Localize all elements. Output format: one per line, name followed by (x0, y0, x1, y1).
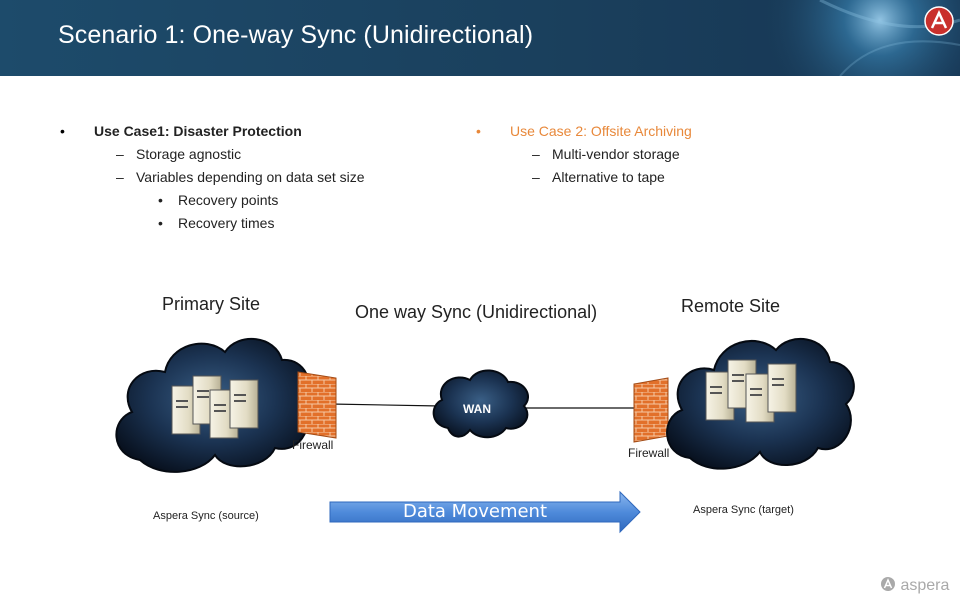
left-subitem: Recovery times (178, 215, 275, 231)
header-glow (600, 0, 960, 76)
footer-brand-text: aspera (900, 577, 950, 594)
left-heading: Use Case1: Disaster Protection (94, 123, 302, 139)
firewall-left-label: Firewall (292, 438, 334, 452)
dash: – (532, 169, 540, 185)
primary-site-label: Primary Site (162, 294, 261, 314)
arrow-right-icon (329, 490, 641, 534)
left-item: Variables depending on data set size (136, 169, 365, 185)
bullet: • (158, 192, 163, 208)
server-icon (705, 359, 797, 423)
aspera-logo-icon (881, 577, 895, 591)
dash: – (116, 169, 124, 185)
firewall-right-label: Firewall (628, 446, 670, 460)
bullet: • (476, 123, 481, 139)
dash: – (116, 146, 124, 162)
link-primary-wan (329, 403, 441, 407)
left-item: Storage agnostic (136, 146, 242, 162)
source-label: Aspera Sync (source) (153, 510, 259, 522)
server-icon (171, 375, 259, 439)
cloud-icon (432, 369, 529, 439)
dash: – (532, 146, 540, 162)
left-subitem: Recovery points (178, 192, 279, 208)
firewall-icon (297, 371, 337, 439)
right-heading: Use Case 2: Offsite Archiving (510, 123, 692, 139)
right-item: Alternative to tape (552, 169, 665, 185)
target-label: Aspera Sync (target) (693, 504, 794, 516)
footer-brand: aspera (880, 576, 949, 595)
bullet: • (60, 123, 65, 139)
aspera-logo-icon (924, 6, 954, 36)
slide-title: Scenario 1: One-way Sync (Unidirectional… (58, 21, 534, 49)
firewall-icon (633, 377, 669, 443)
right-item: Multi-vendor storage (552, 146, 680, 162)
remote-site-label: Remote Site (681, 296, 781, 316)
data-movement-label: Data Movement (402, 501, 548, 522)
bullet: • (158, 215, 163, 231)
wan-label: WAN (463, 402, 491, 416)
sync-label: One way Sync (Unidirectional) (355, 302, 598, 322)
slide-header: Scenario 1: One-way Sync (Unidirectional… (0, 0, 960, 76)
